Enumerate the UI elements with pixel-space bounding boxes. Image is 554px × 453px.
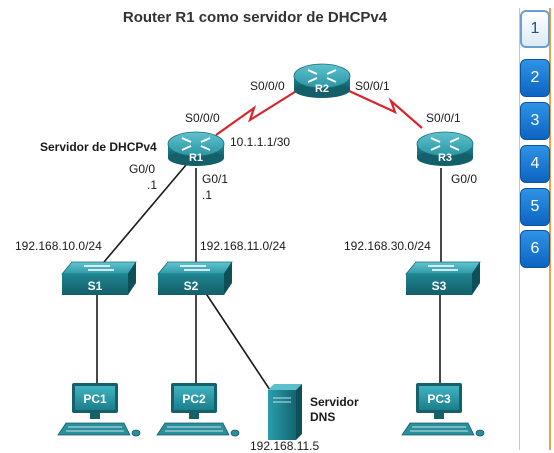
dns-server-label-line1: Servidor: [310, 395, 359, 409]
pc1[interactable]: PC1: [57, 383, 141, 437]
nav-button-5[interactable]: 5: [520, 188, 550, 226]
network-192-168-10-label: 192.168.10.0/24: [15, 239, 102, 253]
dns-server[interactable]: [268, 384, 302, 440]
diagram-title: Router R1 como servidor de DHCPv4: [122, 9, 388, 26]
dns-server-ip-label: 192.168.11.5: [250, 439, 320, 453]
r2-s001-label: S0/0/1: [355, 79, 390, 93]
nav-button-3[interactable]: 3: [520, 102, 550, 140]
r1-g01-label: G0/1: [202, 172, 229, 186]
network-192-168-11-label: 192.168.11.0/24: [200, 239, 286, 253]
r1-g00-label: G0/0: [129, 162, 156, 176]
router-r1-label: R1: [189, 152, 203, 164]
pc3-label: PC3: [427, 392, 451, 406]
switch-s3-label: S3: [432, 279, 447, 293]
switch-s2-label: S2: [184, 279, 199, 293]
pc2-label: PC2: [182, 392, 206, 406]
nav-button-1[interactable]: 1: [520, 10, 550, 48]
ethernet-links: [96, 164, 442, 394]
serial-link-r1-r2: [215, 89, 299, 136]
dns-server-label-line2: DNS: [310, 410, 336, 424]
switch-s1[interactable]: S1: [61, 261, 137, 295]
switch-s1-label: S1: [88, 279, 103, 293]
dhcp-server-label: Servidor de DHCPv4: [40, 140, 157, 154]
switch-s2[interactable]: S2: [157, 261, 233, 295]
r3-g00-label: G0/0: [451, 172, 478, 186]
router-r2[interactable]: R2: [293, 63, 351, 98]
router-r2-label: R2: [315, 83, 329, 95]
r3-s001-label: S0/0/1: [426, 111, 461, 125]
link-s2-dns-server: [204, 291, 273, 394]
serial-link-r2-r3: [346, 89, 423, 129]
r1-s000-label: S0/0/0: [185, 111, 220, 125]
nav-button-6[interactable]: 6: [520, 230, 550, 268]
link-r1-s1: [103, 164, 187, 263]
r2-s000-label: S0/0/0: [250, 79, 285, 93]
pc1-label: PC1: [83, 392, 107, 406]
router-r3[interactable]: R3: [416, 131, 474, 166]
nav-button-4[interactable]: 4: [520, 145, 550, 183]
nav-button-2[interactable]: 2: [520, 59, 550, 97]
r1-wan-ip-label: 10.1.1.1/30: [230, 135, 291, 149]
router-r1[interactable]: R1: [167, 131, 225, 166]
network-192-168-30-label: 192.168.30.0/24: [344, 239, 431, 253]
pc2[interactable]: PC2: [156, 383, 240, 437]
serial-links: [215, 89, 423, 136]
router-r3-label: R3: [438, 152, 452, 164]
r1-g01-host-label: .1: [202, 188, 213, 202]
pc3[interactable]: PC3: [401, 383, 485, 437]
slide-navigation: 1 2 3 4 5 6: [519, 8, 551, 450]
r1-g00-host-label: .1: [147, 178, 158, 192]
switch-s3[interactable]: S3: [405, 261, 481, 295]
